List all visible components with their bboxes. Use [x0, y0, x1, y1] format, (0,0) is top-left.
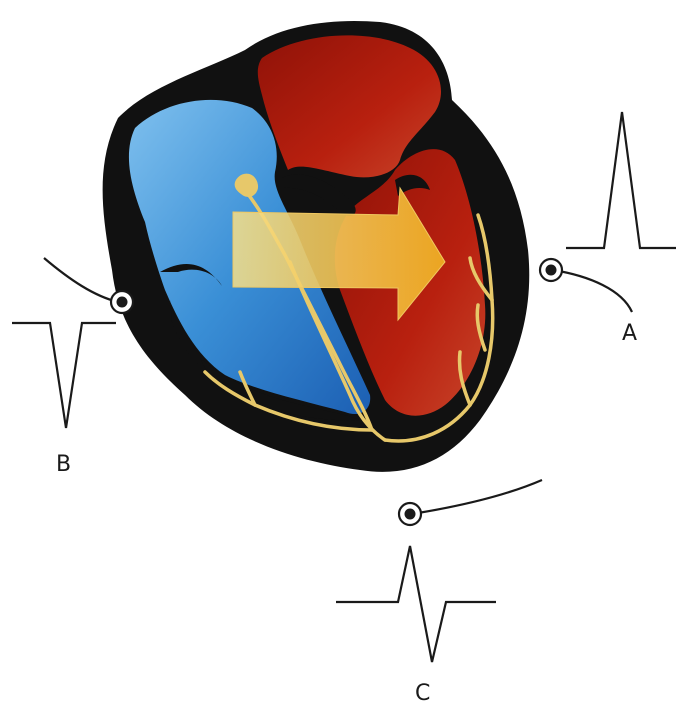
electrode-c-icon: [399, 503, 421, 525]
lead-a-trace: [566, 112, 676, 248]
lead-b-trace: [12, 323, 116, 428]
electrode-a-icon: [540, 259, 562, 281]
lead-a-label: A: [622, 321, 637, 346]
lead-b-wire: [44, 258, 118, 302]
lead-c-wire: [418, 480, 542, 513]
lead-a-wire: [553, 270, 632, 312]
lead-b-label: B: [56, 452, 71, 477]
electrode-b-icon: [111, 291, 133, 313]
lead-c-trace: [336, 546, 496, 662]
lead-a: A: [540, 112, 676, 346]
lead-c-label: C: [415, 681, 430, 706]
lead-c: C: [336, 480, 542, 706]
sa-node: [236, 175, 256, 195]
lead-b: B: [12, 258, 133, 477]
